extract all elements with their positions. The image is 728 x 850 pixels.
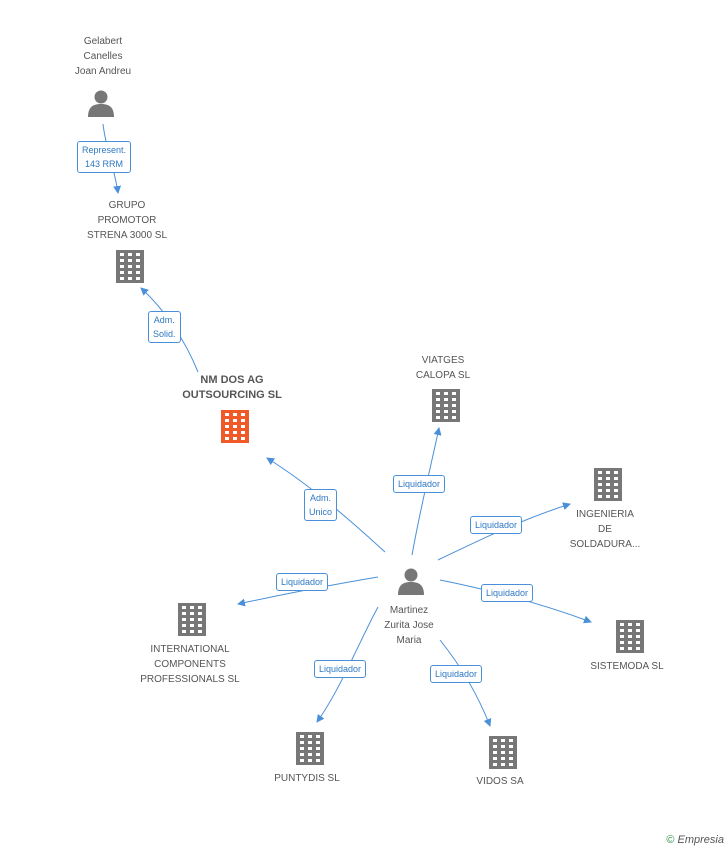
footer-brand: © Empresia (666, 834, 724, 846)
brand-logo: Empresia (677, 834, 724, 846)
node-label-ingenieria[interactable]: INGENIERIA DE SOLDADURA... (569, 509, 641, 550)
node-label-martinez[interactable]: Martinez Zurita Jose Maria (384, 605, 434, 646)
edge-label-liquidador-ingenieria: Liquidador (470, 516, 523, 534)
node-label-international[interactable]: INTERNATIONAL COMPONENTS PROFESSIONALS S… (140, 644, 240, 685)
edge-label-represent: Represent. 143 RRM (77, 141, 132, 173)
building-icon-puntydis (296, 732, 324, 765)
node-label-vidos[interactable]: VIDOS SA (476, 776, 524, 787)
person-icon (88, 90, 114, 117)
node-label-puntydis[interactable]: PUNTYDIS SL (274, 773, 340, 784)
building-icon-vidos (489, 736, 517, 769)
building-icon-ingenieria (594, 468, 622, 501)
edge-martinez-vidos (439, 639, 492, 727)
edge-label-liquidador-puntydis: Liquidador (314, 660, 367, 678)
node-label-grupo[interactable]: GRUPO PROMOTOR STRENA 3000 SL (86, 200, 168, 241)
edge-label-liquidador-sistemoda: Liquidador (481, 584, 534, 602)
building-icon-viatges (432, 389, 460, 422)
person-icon (398, 568, 424, 595)
edge-label-liquidador-viatges: Liquidador (393, 475, 446, 493)
edge-label-adm-solid: Adm. Solid. (148, 311, 181, 343)
building-icon-nmdos (221, 410, 249, 443)
building-icon-international (178, 603, 206, 636)
node-label-nmdos[interactable]: NM DOS AG OUTSOURCING SL (182, 374, 282, 401)
node-label-viatges[interactable]: VIATGES CALOPA SL (415, 355, 471, 381)
building-icon-sistemoda (616, 620, 644, 653)
node-label-gelabert[interactable]: Gelabert Canelles Joan Andreu (74, 36, 132, 77)
edge-label-liquidador-international: Liquidador (276, 573, 329, 591)
edge-label-liquidador-vidos: Liquidador (430, 665, 483, 683)
building-icon-grupo (116, 250, 144, 283)
edge-label-adm-unico: Adm. Unico (304, 489, 338, 521)
copyright-icon: © (666, 834, 675, 846)
node-label-sistemoda[interactable]: SISTEMODA SL (590, 661, 664, 672)
